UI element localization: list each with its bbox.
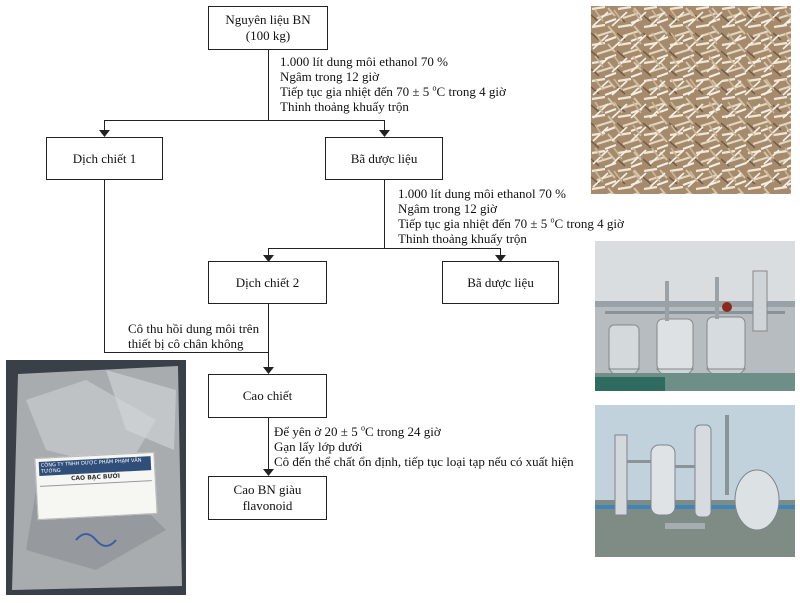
step-line: Để yên ở 20 ± 5 oC trong 24 giờ [274,423,441,439]
connector [268,248,501,249]
arrowhead [495,255,506,262]
crude-extract-box: Cao chiết [208,374,327,418]
connector [384,180,385,248]
vacuum-evaporator-photo [595,405,795,557]
final-product-line-1: Cao BN giàu [233,482,302,497]
connector [104,352,269,353]
connector [268,248,269,260]
connector [384,120,385,136]
step-line: Tiếp tục gia nhiệt đến 70 ± 5 oC trong 4… [398,215,624,231]
extract-1-label: Dịch chiết 1 [72,150,137,166]
final-product-box: Cao BN giàu flavonoid [208,476,327,520]
connector [268,304,269,372]
step-line: Ngâm trong 12 giờ [280,69,379,84]
package-label: CÔNG TY TNHH DƯỢC PHẨM PHẠM VĂN TƯỜNG CA… [34,451,158,521]
extract-2-label: Dịch chiết 2 [235,274,300,290]
residue-2-box: Bã dược liệu [442,261,559,304]
residue-1-label: Bã dược liệu [350,150,418,166]
step-line: Thỉnh thoảng khuấy trộn [280,99,409,114]
extraction-2-steps: 1.000 lít dung môi ethanol 70 % Ngâm tro… [398,186,624,246]
raw-material-box: Nguyên liệu BN (100 kg) [208,6,328,50]
final-product-line-2: flavonoid [242,498,293,513]
arrowhead [263,469,274,476]
step-line: 1.000 lít dung môi ethanol 70 % [280,54,448,69]
connector [104,120,105,136]
connector [268,418,269,474]
step-line: Cô đến thể chất ổn định, tiếp tục loại t… [274,454,574,469]
connector [500,248,501,260]
raw-material-label: Nguyên liệu BN [225,12,311,27]
arrowhead [99,130,110,137]
connector [104,120,385,121]
arrowhead [379,130,390,137]
arrowhead [263,367,274,374]
step-line: 1.000 lít dung môi ethanol 70 % [398,186,566,201]
raw-herb-photo [591,6,791,194]
connector [104,180,105,352]
residue-2-label: Bã dược liệu [467,274,534,290]
extract-2-box: Dịch chiết 2 [208,261,327,304]
product-package-photo: CÔNG TY TNHH DƯỢC PHẨM PHẠM VĂN TƯỜNG CA… [6,360,186,595]
step-line: Thỉnh thoảng khuấy trộn [398,231,527,246]
concentration-steps: Cô thu hồi dung môi trên thiết bị cô châ… [128,321,259,351]
step-line: Cô thu hồi dung môi trên [128,321,260,336]
crude-extract-label: Cao chiết [242,388,293,403]
step-line: Gạn lấy lớp dưới [274,439,363,454]
step-line: thiết bị cô chân không [128,336,244,351]
connector [268,50,269,120]
extraction-1-steps: 1.000 lít dung môi ethanol 70 % Ngâm tro… [280,54,506,114]
extraction-equipment-image [595,241,795,391]
raw-material-quantity: (100 kg) [245,28,291,43]
purification-steps: Để yên ở 20 ± 5 oC trong 24 giờ Gạn lấy … [274,424,574,469]
step-line: Tiếp tục gia nhiệt đến 70 ± 5 oC trong 4… [280,83,506,99]
residue-1-box: Bã dược liệu [325,137,443,180]
arrowhead [263,255,274,262]
extract-1-box: Dịch chiết 1 [46,137,163,180]
raw-herb-image [591,6,791,194]
step-line: Ngâm trong 12 giờ [398,201,497,216]
vacuum-evaporator-image [595,405,795,557]
extraction-equipment-photo [595,241,795,391]
